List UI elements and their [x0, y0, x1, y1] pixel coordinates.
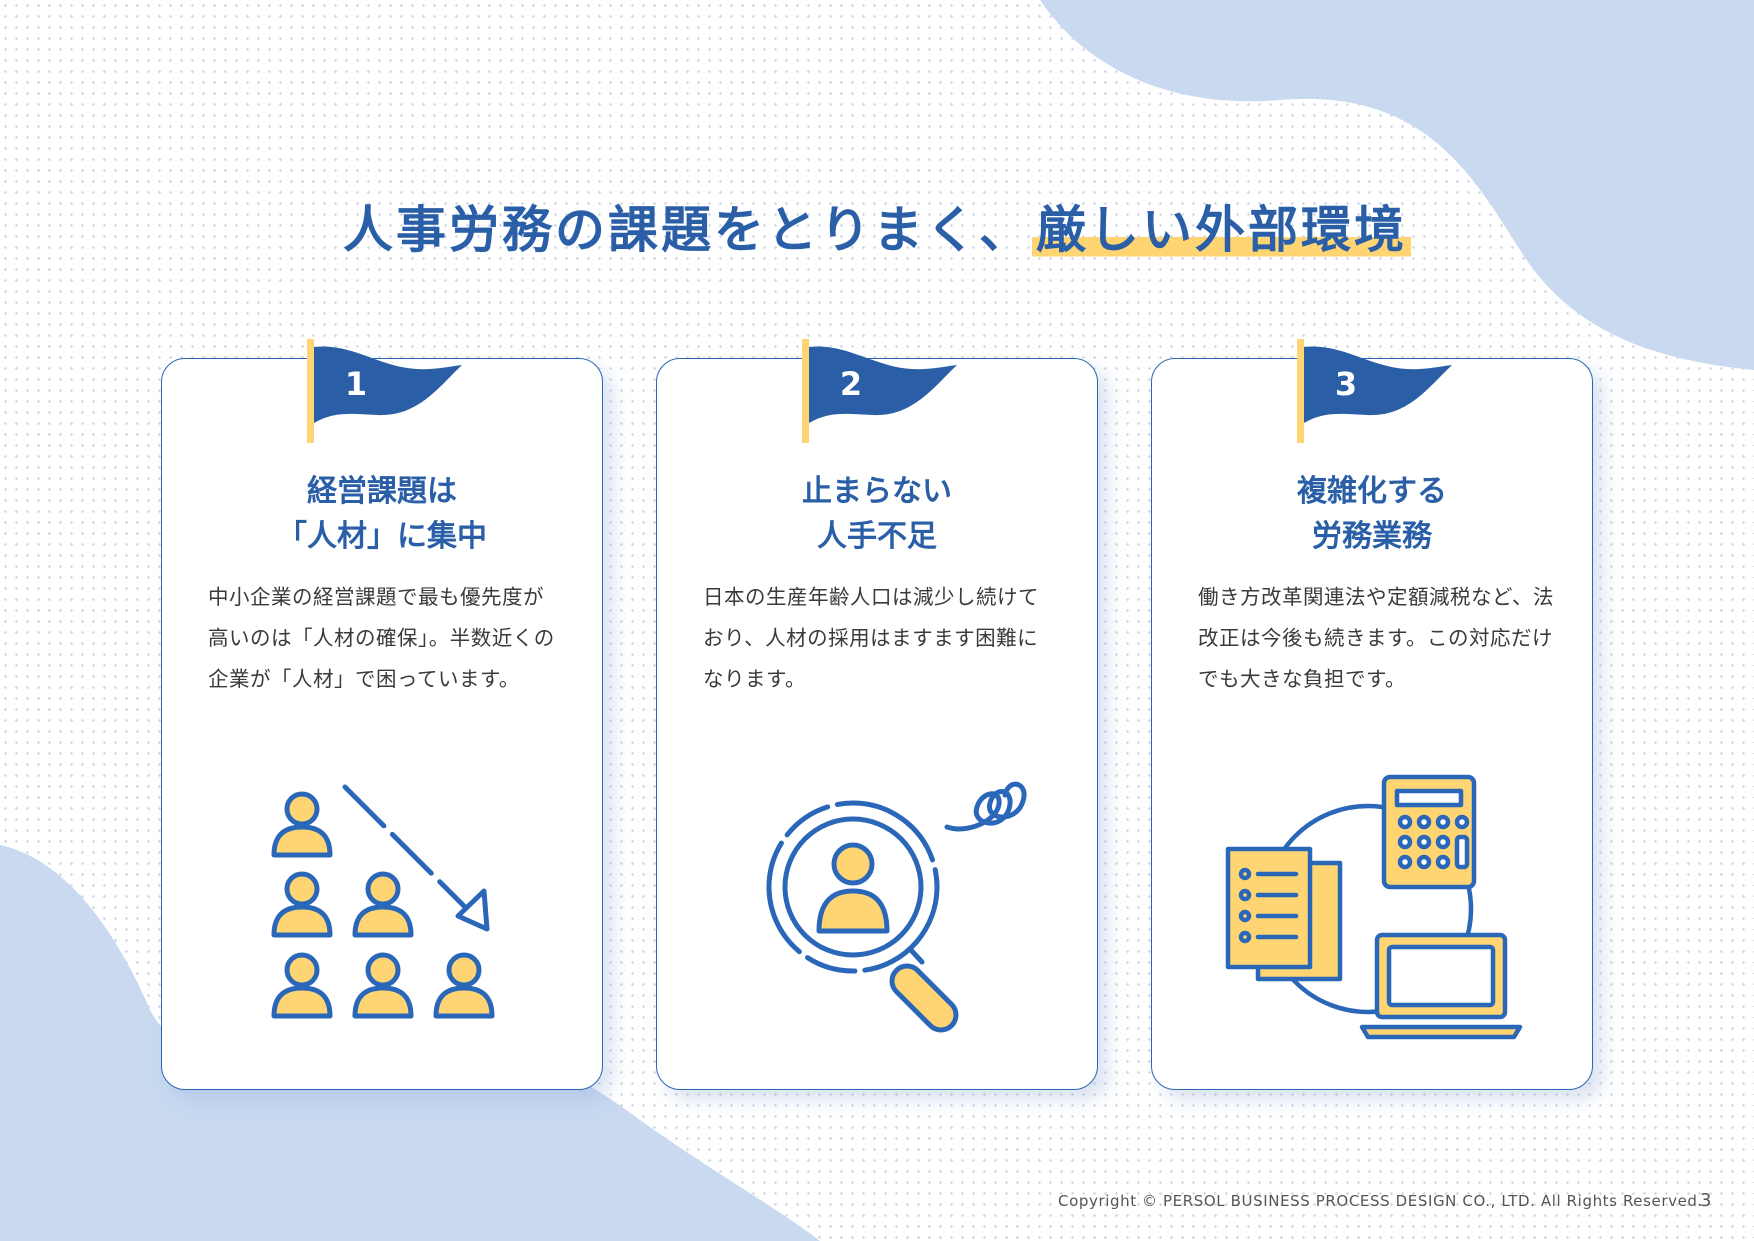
card-heading-line1: 経営課題は [307, 474, 457, 509]
card-1: 1 経営課題は 「人材」に集中 中小企業の経営課題で最も優先度が高いのは「人材の… [161, 339, 603, 1090]
card-2: 2 止まらない 人手不足 日本の生産年齢人口は減少し続けており、人材の採用はます… [656, 339, 1098, 1090]
card-text: 日本の生産年齢人口は減少し続けており、人材の採用はますます困難になります。 [703, 585, 1039, 691]
card-text: 中小企業の経営課題で最も優先度が高いのは「人材の確保」。半数近くの企業が「人材」… [208, 585, 555, 691]
card-heading: 止まらない 人手不足 [657, 469, 1097, 559]
page-title: 人事労務の課題をとりまく、厳しい外部環境 [0, 190, 1754, 262]
card-number: 3 [1334, 365, 1358, 403]
flag-icon [307, 339, 462, 443]
top-right-blob [1040, 0, 1754, 370]
magnifier-person-icon [766, 781, 1027, 1033]
card-number: 1 [344, 365, 368, 403]
card-heading: 複雑化する 労務業務 [1152, 469, 1592, 559]
page-title-highlight: 厳しい外部環境 [1032, 201, 1411, 259]
flag-icon [1297, 339, 1452, 443]
card-heading-line2: 人手不足 [817, 519, 937, 554]
card-3: 3 複雑化する 労務業務 働き方改革関連法や定額減税など、法改正は今後も続きます… [1151, 339, 1593, 1090]
page-title-main: 人事労務の課題をとりまく、 [343, 201, 1032, 259]
card-heading: 経営課題は 「人材」に集中 [162, 469, 602, 559]
copyright-footer: Copyright © PERSOL BUSINESS PROCESS DESI… [1058, 1192, 1703, 1210]
card-text: 働き方改革関連法や定額減税など、法改正は今後も続きます。この対応だけでも大きな負… [1198, 585, 1554, 691]
card-heading-line1: 複雑化する [1297, 474, 1447, 509]
card-heading-line2: 「人材」に集中 [277, 519, 487, 554]
page-number: 3 [1700, 1190, 1712, 1211]
card-heading-line2: 労務業務 [1312, 519, 1432, 554]
card-heading-line1: 止まらない [802, 474, 952, 509]
office-tools-cycle-icon [1225, 774, 1523, 1040]
declining-people-icon [271, 784, 495, 1019]
card-number: 2 [839, 365, 863, 403]
flag-icon [802, 339, 957, 443]
